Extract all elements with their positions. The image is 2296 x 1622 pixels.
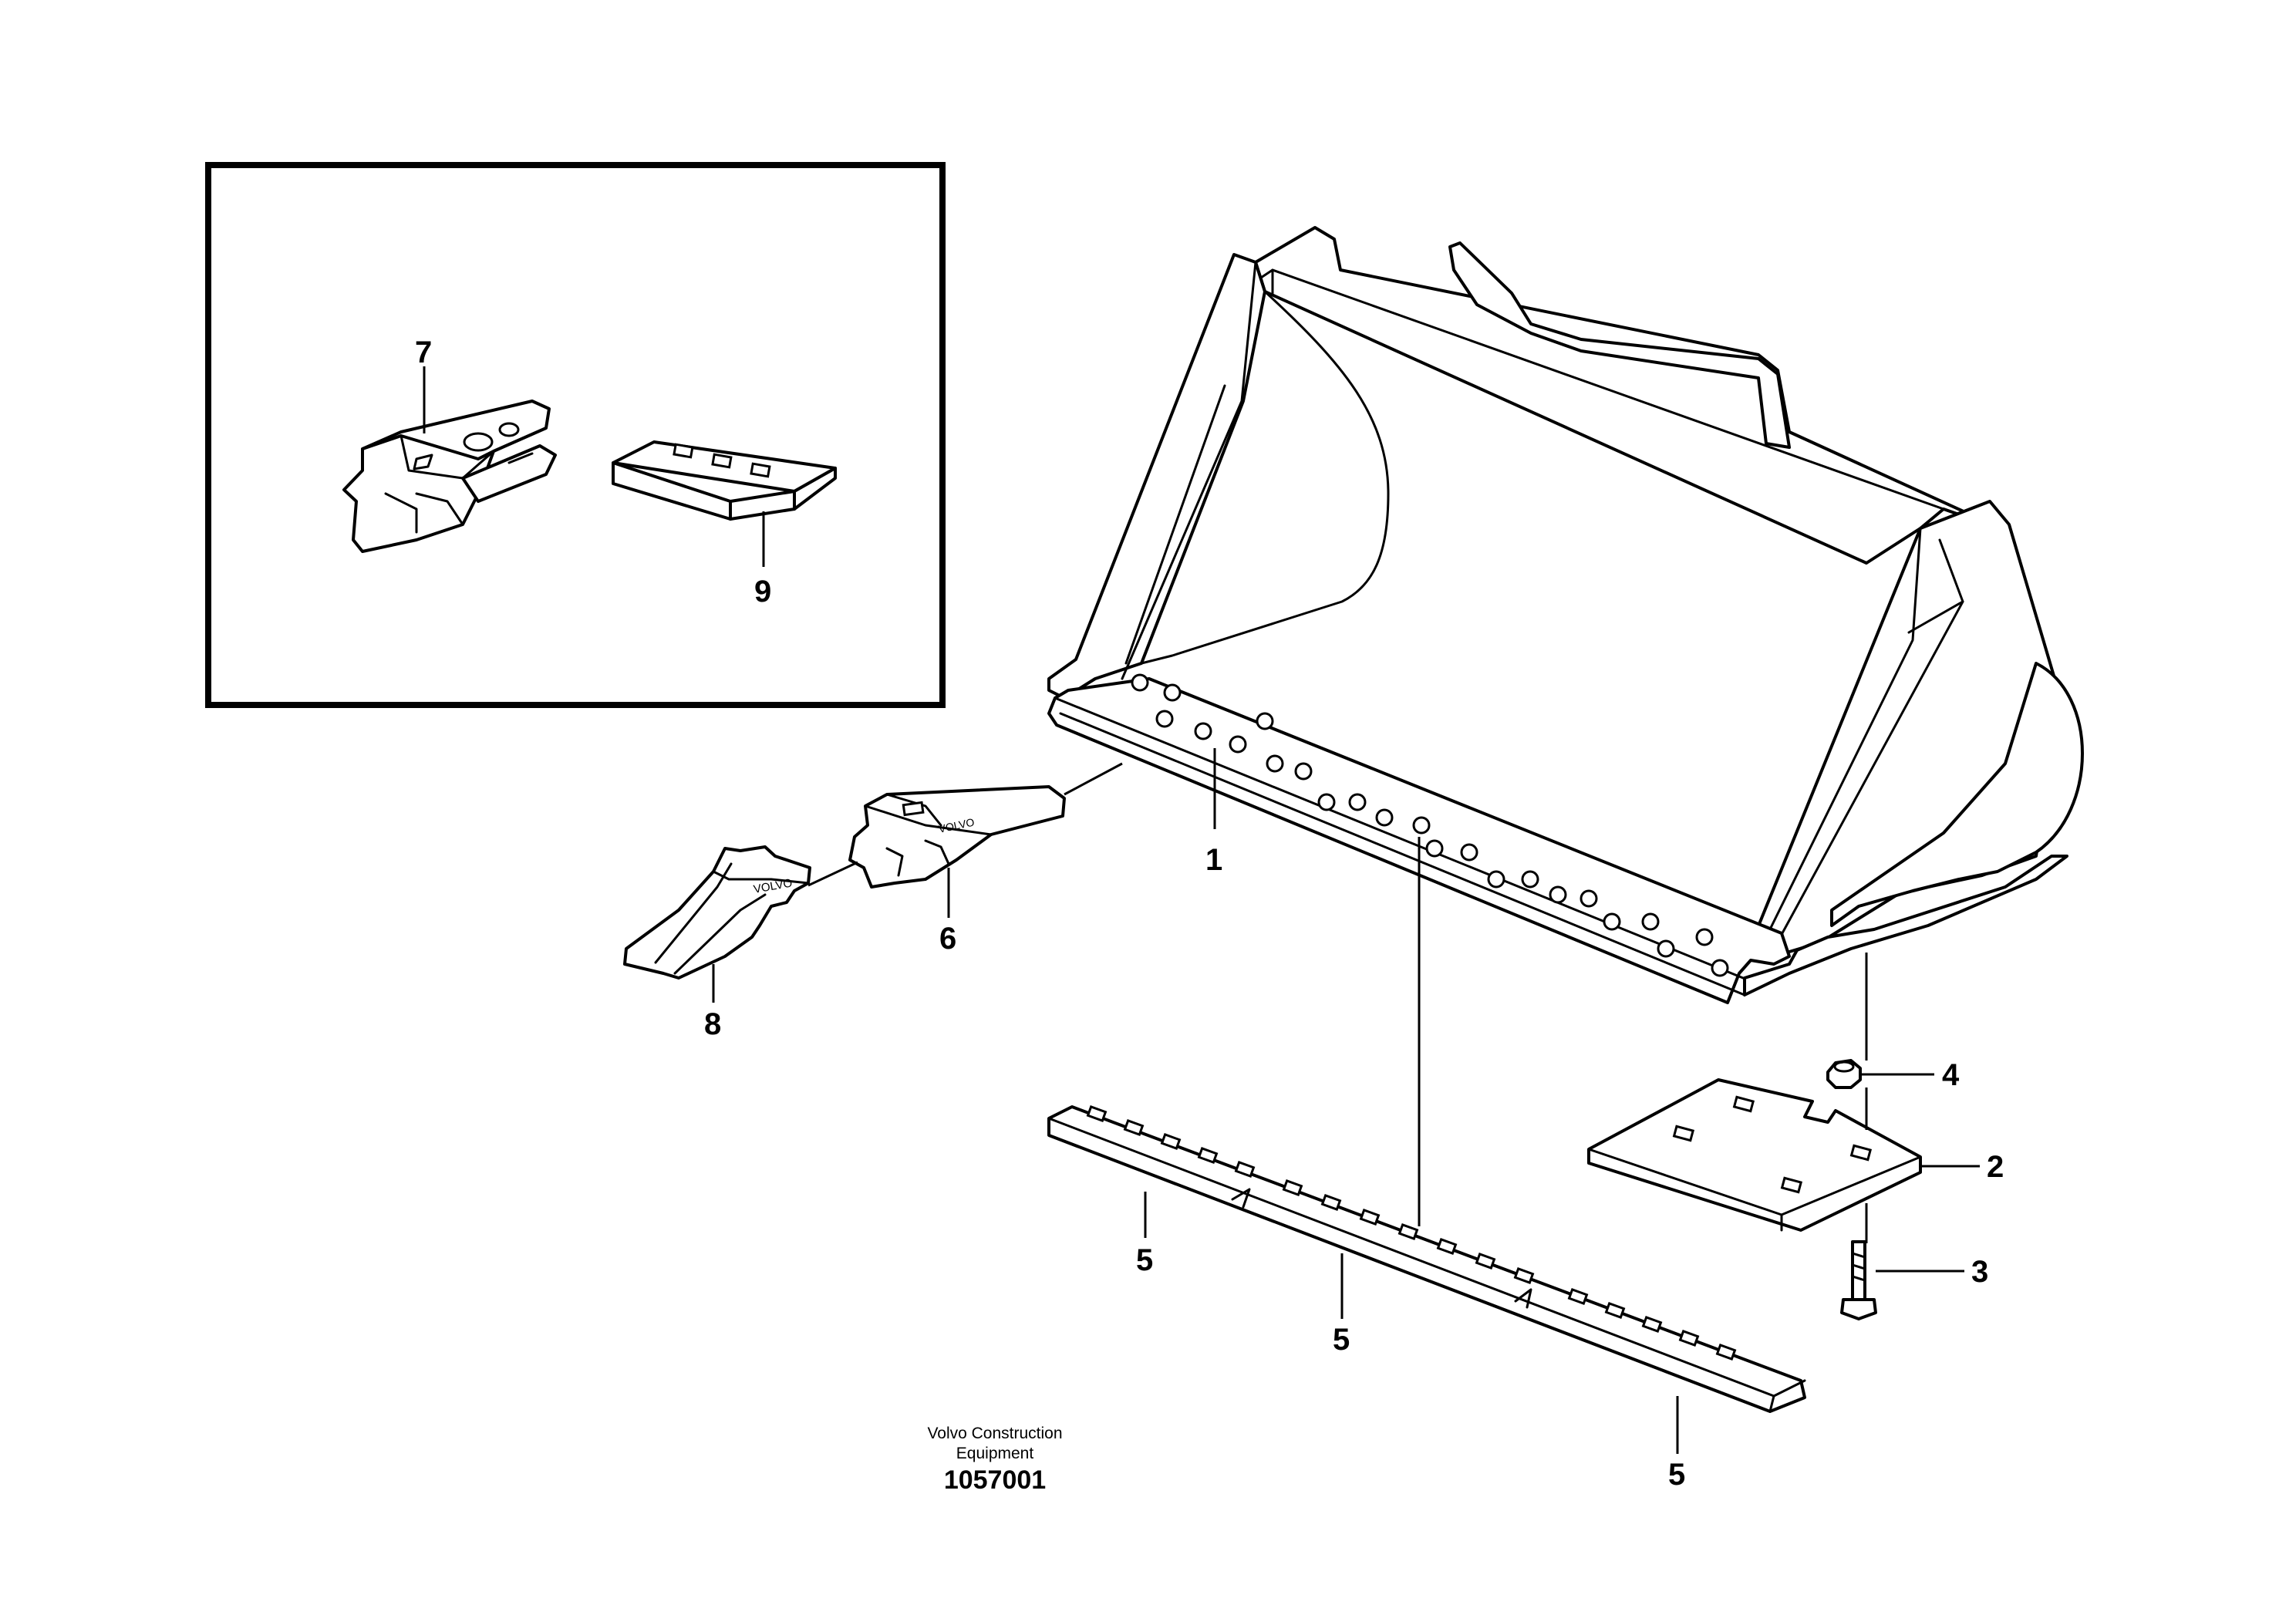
callout-nut: 4 <box>1942 1058 1960 1092</box>
inset-frame <box>205 162 946 708</box>
callout-labels: 1 2 3 4 5 5 5 6 7 8 9 <box>415 336 2004 1492</box>
tooth-adapter-drawing: VOLVO <box>848 762 1123 889</box>
bucket-bolt-holes <box>1131 673 1729 977</box>
bucket-drawing <box>1047 226 2084 1004</box>
callout-tooth: 8 <box>704 1007 721 1041</box>
leader-lines <box>423 366 1980 1454</box>
callout-tooth-adapter: 6 <box>939 922 956 956</box>
wear-segment-inset-drawing <box>612 440 837 521</box>
callout-wear-segment-inset: 9 <box>754 575 771 609</box>
callout-cutting-edge-left: 5 <box>1136 1243 1153 1277</box>
cutting-edges-drawing <box>1047 1105 1806 1413</box>
tooth-adapter-inset-drawing <box>342 400 557 553</box>
cutting-edge-slots <box>1086 1105 1737 1361</box>
screw-drawing <box>1840 1240 1877 1320</box>
callout-tooth-adapter-inset: 7 <box>415 336 432 369</box>
wear-plate-drawing <box>1587 1078 1922 1232</box>
nut-drawing <box>1826 1059 1862 1089</box>
callout-cutting-edge-right: 5 <box>1668 1458 1685 1492</box>
drawing-number: 1057001 <box>943 1465 1047 1495</box>
callout-cutting-edge-middle: 5 <box>1333 1323 1350 1357</box>
callout-wear-plate: 2 <box>1987 1150 2004 1184</box>
company-name-line-1: Volvo Construction <box>927 1425 1063 1442</box>
callout-screw: 3 <box>1971 1255 1988 1289</box>
tooth-drawing: VOLVO <box>623 845 858 980</box>
callout-bucket: 1 <box>1205 843 1222 877</box>
company-name-line-2: Equipment <box>956 1445 1034 1462</box>
